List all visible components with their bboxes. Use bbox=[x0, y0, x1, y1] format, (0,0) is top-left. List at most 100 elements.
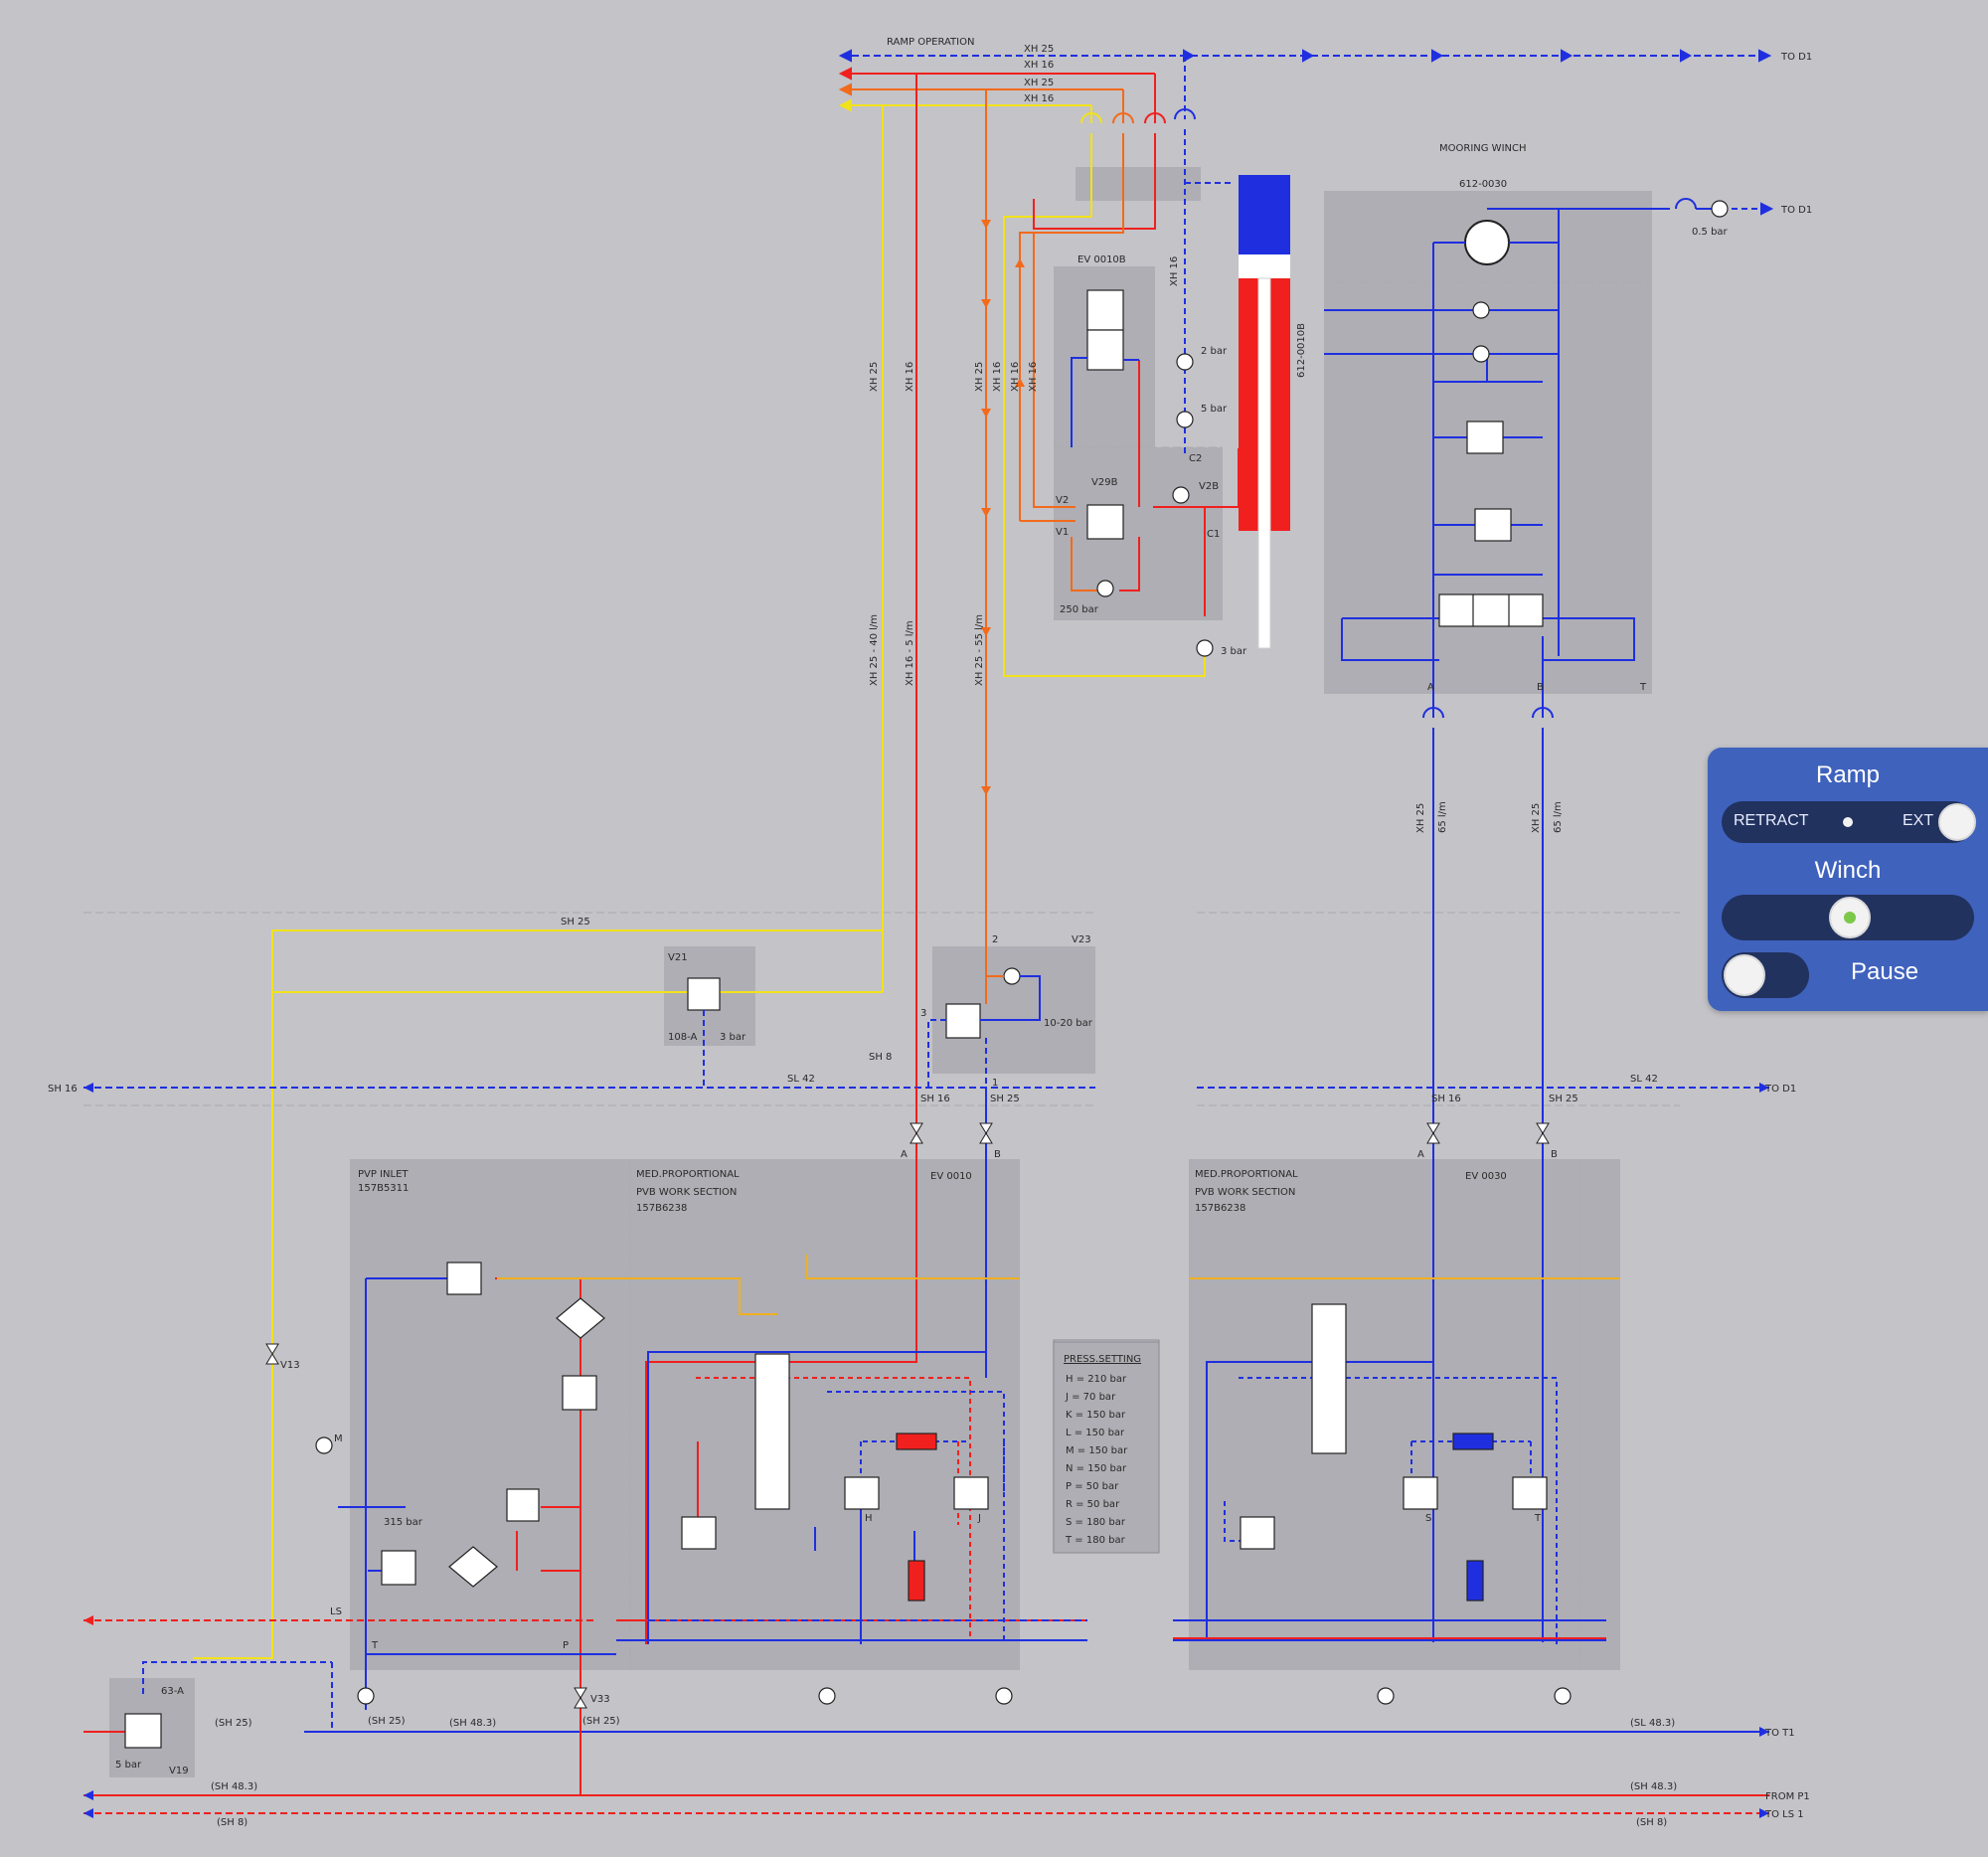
label-port-a2: A bbox=[1417, 1149, 1424, 1160]
label-ramp-operation: RAMP OPERATION bbox=[887, 37, 974, 48]
label-port-t-winch: T bbox=[1639, 682, 1647, 693]
label-xh25-v2: XH 25 bbox=[974, 362, 985, 392]
label-sh25-b: SH 25 bbox=[990, 1094, 1020, 1104]
label-xh16-v1: XH 16 bbox=[905, 362, 915, 392]
label-v21: V21 bbox=[668, 952, 688, 963]
label-xh16-v4: XH 16 bbox=[1028, 362, 1039, 392]
label-port-1: 1 bbox=[992, 1078, 998, 1089]
label-sh25p-2: (SH 25) bbox=[368, 1716, 406, 1727]
label-sh25p-1: (SH 25) bbox=[215, 1718, 252, 1729]
winch-valves bbox=[1438, 200, 1729, 627]
label-port-t: T bbox=[371, 1640, 379, 1651]
label-pvp-code: 157B5311 bbox=[358, 1183, 409, 1194]
label-xh16-b: XH 16 bbox=[1024, 93, 1054, 104]
label-ev0030: EV 0030 bbox=[1465, 1171, 1507, 1182]
label-v19: V19 bbox=[169, 1766, 189, 1776]
label-v29b: V29B bbox=[1091, 477, 1118, 488]
label-5bar: 5 bar bbox=[1201, 404, 1228, 415]
label-mooring-winch: MOORING WINCH bbox=[1439, 143, 1527, 154]
label-xh25-winch-a: XH 25 bbox=[1415, 803, 1426, 833]
sh25-line bbox=[193, 105, 884, 1659]
winch-slider[interactable] bbox=[1722, 895, 1974, 940]
label-h: H bbox=[865, 1513, 873, 1524]
label-v13: V13 bbox=[280, 1360, 300, 1371]
label-xh16-5: XH 16 - 5 l/m bbox=[905, 620, 915, 686]
press-setting-row: R = 50 bar bbox=[1066, 1499, 1120, 1510]
ramp-ext-label: EXT bbox=[1903, 812, 1934, 829]
press-setting-row: J = 70 bar bbox=[1065, 1392, 1116, 1403]
label-to-t1: TO T1 bbox=[1764, 1728, 1795, 1739]
label-108-a: 108-A bbox=[668, 1032, 697, 1043]
winch-slider-knob[interactable] bbox=[1829, 897, 1871, 938]
ev0010b-valves bbox=[1086, 289, 1214, 657]
label-med-prop-1: MED.PROPORTIONAL bbox=[636, 1169, 740, 1180]
label-xh16-v: XH 16 bbox=[1169, 256, 1180, 286]
press-setting-title: PRESS.SETTING bbox=[1064, 1354, 1141, 1365]
ramp-toggle[interactable]: RETRACT EXT bbox=[1722, 801, 1976, 843]
label-315bar: 315 bar bbox=[384, 1517, 423, 1528]
label-pvb-work-2: PVB WORK SECTION bbox=[1195, 1187, 1295, 1198]
label-sh25: SH 25 bbox=[561, 917, 590, 928]
control-panel: Ramp RETRACT EXT Winch Pause bbox=[1708, 748, 1988, 1011]
ramp-retract-label: RETRACT bbox=[1734, 812, 1809, 829]
label-t: T bbox=[1534, 1513, 1542, 1524]
label-pvb-work-1: PVB WORK SECTION bbox=[636, 1187, 737, 1198]
label-port-a-winch: A bbox=[1427, 682, 1434, 693]
label-63-a: 63-A bbox=[161, 1686, 184, 1697]
label-10-20bar: 10-20 bar bbox=[1044, 1018, 1093, 1029]
press-setting-row: N = 150 bar bbox=[1066, 1463, 1127, 1474]
label-65lm-b: 65 l/m bbox=[1553, 801, 1564, 833]
label-sh8: SH 8 bbox=[869, 1052, 892, 1063]
press-setting-row: S = 180 bar bbox=[1066, 1517, 1126, 1528]
label-sh483p-3: (SH 48.3) bbox=[1630, 1781, 1677, 1792]
label-5bar-v19: 5 bar bbox=[115, 1760, 142, 1771]
label-sl42-right: SL 42 bbox=[1630, 1074, 1658, 1085]
ls-arrow bbox=[83, 1615, 93, 1625]
label-xh25-55: XH 25 - 55 l/m bbox=[974, 614, 985, 686]
label-port-m: M bbox=[334, 1434, 343, 1444]
label-v33: V33 bbox=[590, 1694, 610, 1705]
label-xh25-a: XH 25 bbox=[1024, 44, 1054, 55]
label-port-p: P bbox=[563, 1640, 569, 1651]
press-setting-row: L = 150 bar bbox=[1066, 1428, 1125, 1438]
label-port-b-winch: B bbox=[1537, 682, 1544, 693]
label-to-d1-sh16: TO D1 bbox=[1764, 1084, 1796, 1095]
label-sh16-a: SH 16 bbox=[920, 1094, 950, 1104]
press-setting-row: P = 50 bar bbox=[1066, 1481, 1119, 1492]
component-blocks bbox=[109, 167, 1652, 1777]
ramp-center-dot bbox=[1843, 817, 1853, 827]
label-ev0010: EV 0010 bbox=[930, 1171, 972, 1182]
label-sh483p-1: (SH 48.3) bbox=[449, 1718, 496, 1729]
label-to-d1-top: TO D1 bbox=[1780, 52, 1812, 63]
pause-toggle[interactable] bbox=[1722, 952, 1809, 998]
press-setting-row: T = 180 bar bbox=[1065, 1535, 1126, 1546]
label-pvb-code-1: 157B6238 bbox=[636, 1203, 687, 1214]
schematic-labels: RAMP OPERATION XH 25 XH 16 XH 25 XH 16 T… bbox=[48, 37, 1812, 1828]
label-s: S bbox=[1425, 1513, 1431, 1524]
press-setting-row: K = 150 bar bbox=[1066, 1410, 1126, 1421]
v23-lines bbox=[703, 934, 1041, 1088]
press-setting-row: M = 150 bar bbox=[1066, 1445, 1128, 1456]
label-port-a1: A bbox=[901, 1149, 908, 1160]
label-sl483p: (SL 48.3) bbox=[1630, 1718, 1675, 1729]
label-xh16-v2: XH 16 bbox=[992, 362, 1003, 392]
label-sl42-left: SL 42 bbox=[787, 1074, 815, 1085]
section-dividers bbox=[83, 281, 1680, 1670]
label-xh16-a: XH 16 bbox=[1024, 60, 1054, 71]
label-j: J bbox=[977, 1513, 981, 1524]
label-c1: C1 bbox=[1207, 529, 1220, 540]
pause-toggle-knob[interactable] bbox=[1724, 954, 1765, 996]
ramp-toggle-knob[interactable] bbox=[1938, 803, 1976, 841]
label-v23: V23 bbox=[1072, 934, 1091, 945]
label-port-b2: B bbox=[1551, 1149, 1558, 1160]
label-med-prop-2: MED.PROPORTIONAL bbox=[1195, 1169, 1298, 1180]
label-sh25-d: SH 25 bbox=[1549, 1094, 1578, 1104]
label-sh16-left: SH 16 bbox=[48, 1084, 78, 1095]
label-port-3: 3 bbox=[920, 1008, 926, 1019]
winch-indicator-icon bbox=[1844, 912, 1856, 924]
label-v2b: V2B bbox=[1199, 481, 1219, 492]
label-sh25p-3: (SH 25) bbox=[582, 1716, 620, 1727]
label-xh25-winch-b: XH 25 bbox=[1531, 803, 1542, 833]
label-250bar: 250 bar bbox=[1060, 604, 1099, 615]
pause-label: Pause bbox=[1851, 958, 1919, 985]
